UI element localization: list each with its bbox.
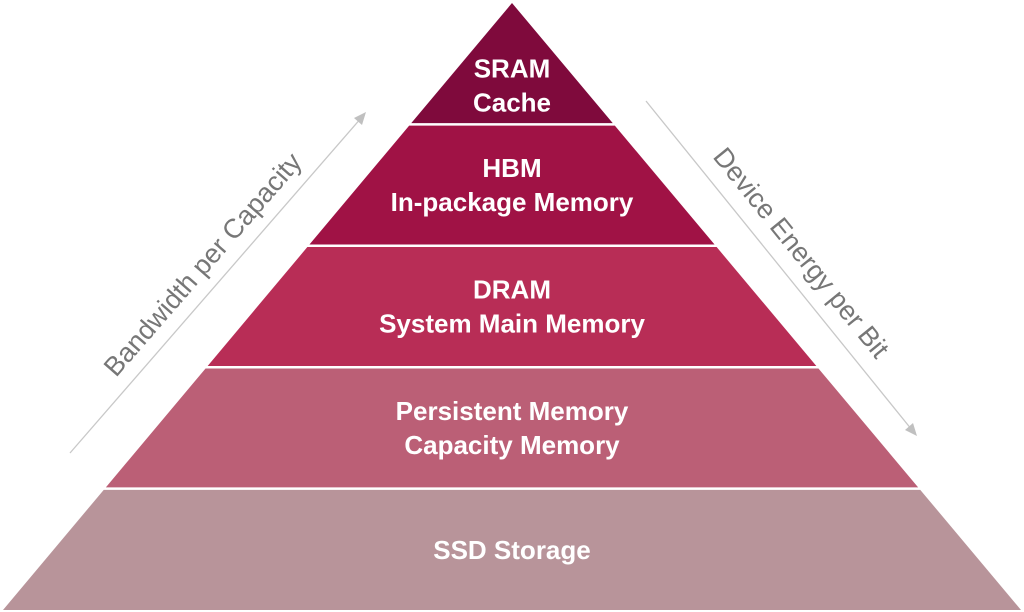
tier-ssd-label-line-1: SSD Storage — [433, 535, 591, 565]
left-axis-arrow — [69, 112, 366, 454]
tier-ssd — [3, 489, 1021, 610]
left-arrow-head-icon — [354, 112, 366, 125]
right-arrow-head-icon — [905, 423, 917, 436]
tier-hbm — [309, 125, 715, 245]
tier-hbm-label-line-2: In-package Memory — [391, 187, 634, 217]
tier-persistent — [105, 368, 919, 488]
tier-dram — [207, 247, 817, 366]
tier-persistent-label-line-1: Persistent Memory — [396, 396, 629, 426]
tier-hbm-label-line-1: HBM — [482, 153, 541, 183]
tier-dram-label-line-2: System Main Memory — [379, 309, 645, 339]
left-arrow-shaft — [69, 116, 363, 454]
pyramid-tiers — [3, 3, 1021, 610]
tier-sram-label-line-1: SRAM — [474, 54, 551, 84]
tier-sram-label-line-2: Cache — [473, 88, 551, 118]
tier-sram — [411, 3, 613, 124]
tier-dram-label-line-1: DRAM — [473, 275, 551, 305]
right-arrow-shaft — [645, 100, 913, 431]
right-axis-arrow — [645, 100, 917, 436]
tier-persistent-label-line-2: Capacity Memory — [404, 430, 620, 460]
